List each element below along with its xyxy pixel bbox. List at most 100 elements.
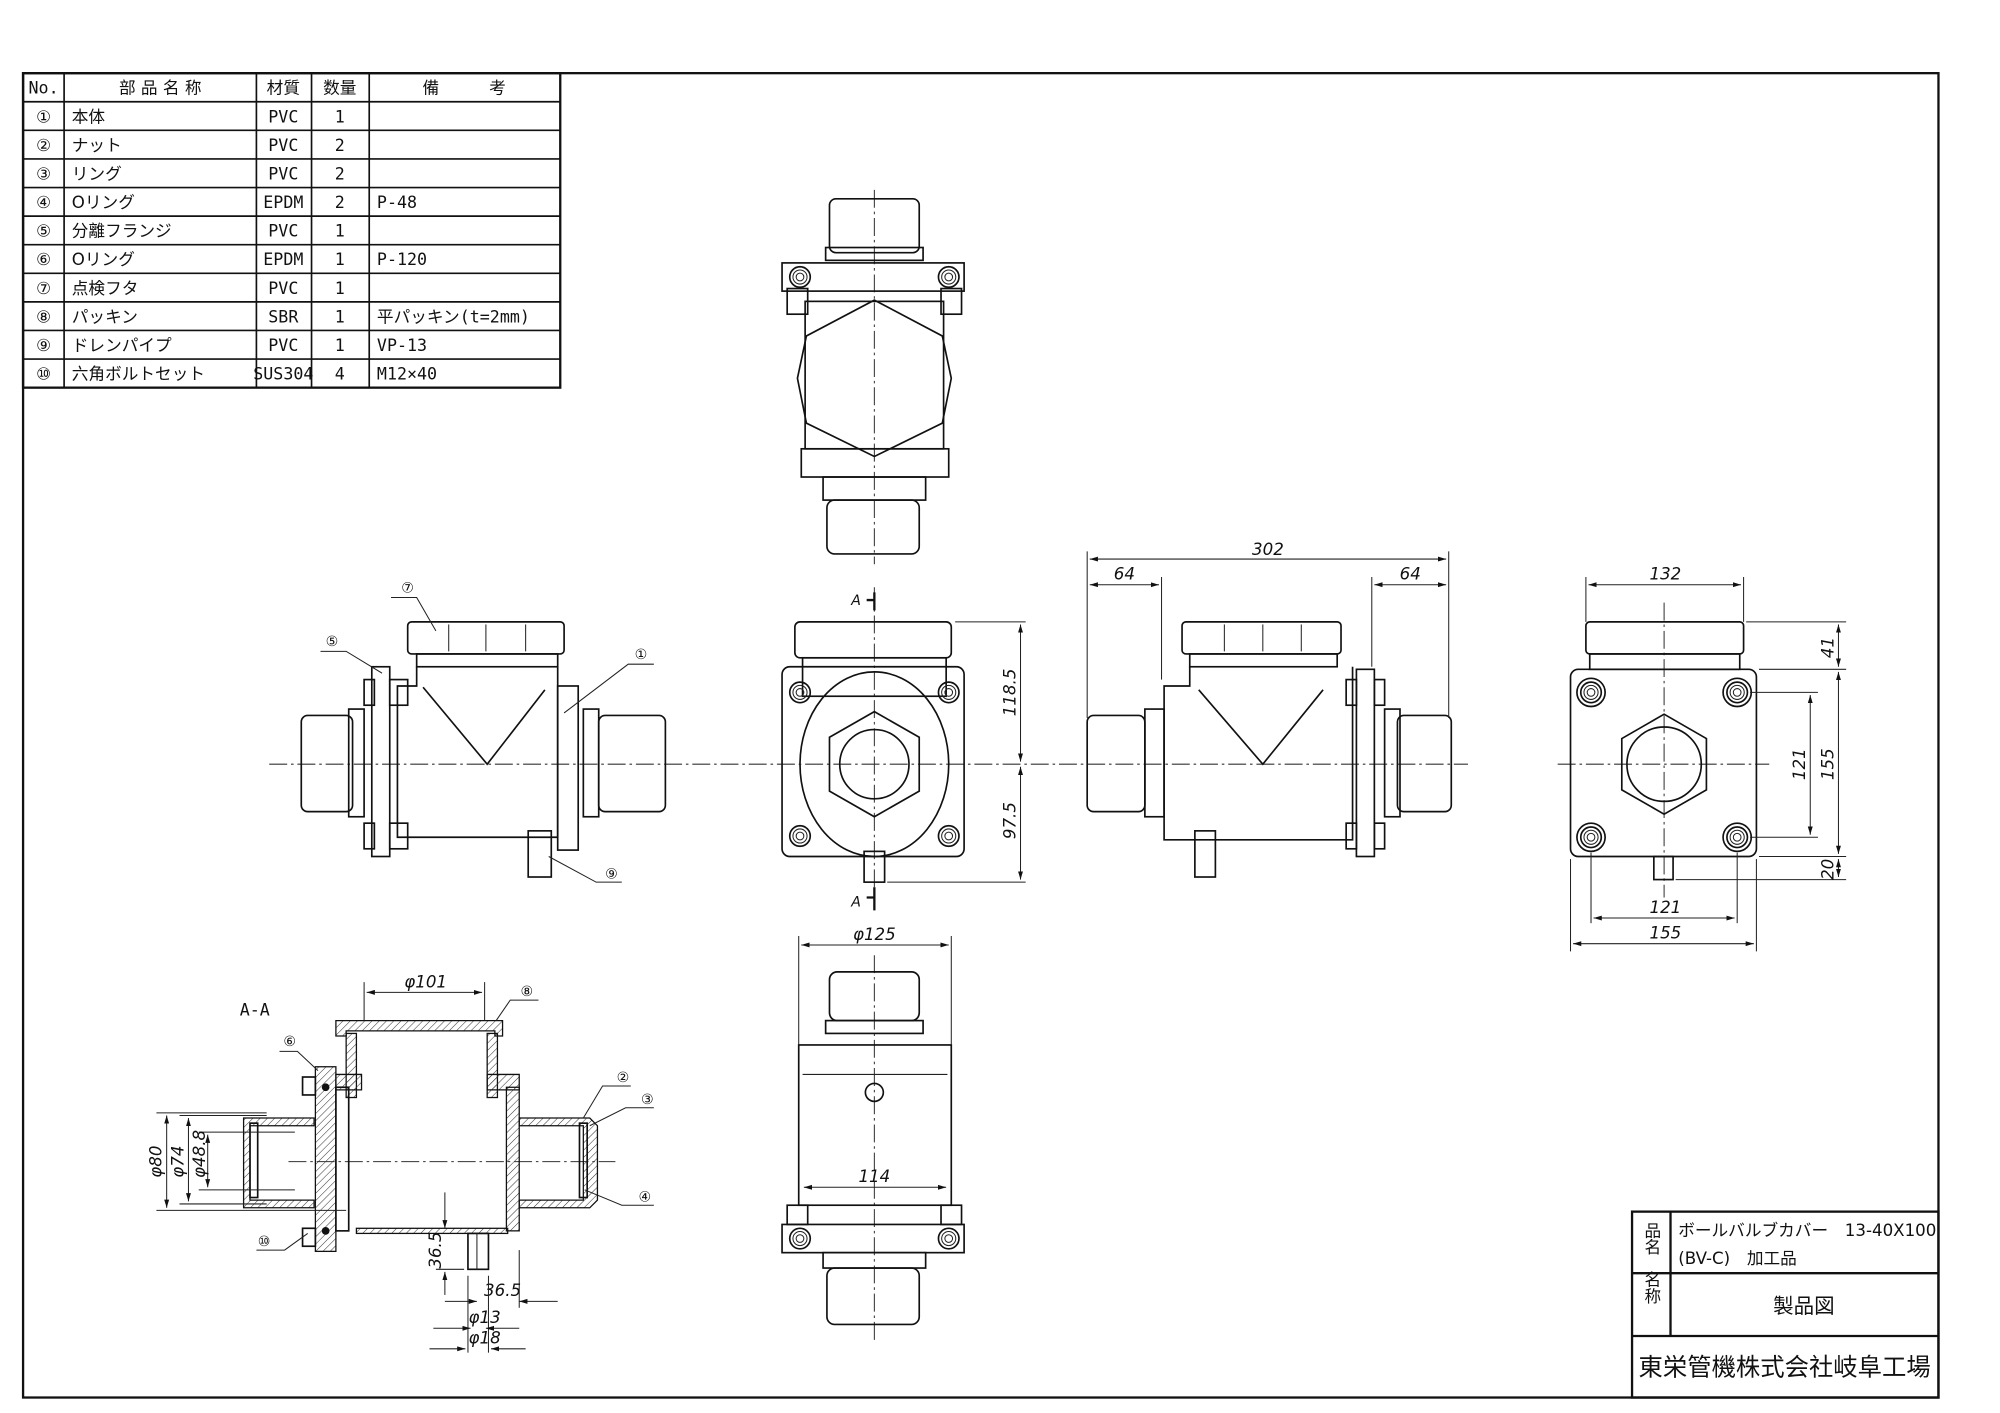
dim-36-5-vertical: 36.5 <box>426 1232 445 1269</box>
table-cell-note: 平パッキン(t=2mm) <box>377 307 530 326</box>
dim-phi18: φ18 <box>469 1329 501 1348</box>
front-view: A A 118.5 97.5 <box>269 587 1468 911</box>
product-name-line2: (BV-C) 加工品 <box>1678 1249 1797 1268</box>
table-cell-name: ナット <box>72 136 122 155</box>
name-label: 名称 <box>1642 1270 1661 1305</box>
table-cell-qty: 1 <box>335 336 345 355</box>
table-cell-no: ③ <box>36 164 51 183</box>
table-cell-name: パッキン <box>72 307 138 326</box>
dim-64-right: 64 <box>1400 565 1421 584</box>
balloon-7: ⑦ <box>401 580 414 596</box>
dim-97-5: 97.5 <box>1000 802 1019 839</box>
dim-phi13: φ13 <box>469 1308 501 1327</box>
table-cell-qty: 1 <box>335 250 345 269</box>
table-cell-name: Oリング <box>72 193 135 212</box>
table-cell-qty: 2 <box>335 136 345 155</box>
table-cell-material: EPDM <box>263 193 303 212</box>
dim-36-5-horizontal: 36.5 <box>484 1281 521 1300</box>
table-cell-no: ⑩ <box>36 365 51 384</box>
table-cell-name: 点検フタ <box>72 279 139 298</box>
table-cell-note: M12×40 <box>377 365 437 384</box>
balloon-1: ① <box>635 647 648 663</box>
balloon-2: ② <box>617 1070 630 1086</box>
balloon-10: ⑩ <box>258 1234 271 1250</box>
table-cell-no: ⑦ <box>36 279 51 298</box>
right-side-view: 302 64 64 <box>1086 540 1453 878</box>
parts-table: No. 部 品 名 称 材質 数量 備 考 ① 本体 PVC 1 ② ナット PVC 2 ③ リング PVC 2… <box>21 72 562 389</box>
table-cell-qty: 4 <box>335 365 345 384</box>
dim-121-h: 121 <box>1649 898 1681 917</box>
balloon-3: ③ <box>641 1092 654 1108</box>
table-cell-name: 分離フランジ <box>72 222 172 241</box>
table-cell-material: PVC <box>268 222 298 241</box>
table-cell-no: ⑥ <box>36 250 51 269</box>
table-cell-qty: 1 <box>335 107 345 126</box>
table-cell-note: VP-13 <box>377 336 427 355</box>
top-view <box>781 189 965 565</box>
dim-155-h: 155 <box>1649 924 1681 943</box>
table-cell-name: 六角ボルトセット <box>72 365 205 384</box>
product-name-line1: ボールバルブカバー 13-40X100 <box>1678 1220 1936 1240</box>
dim-phi74: φ74 <box>168 1146 187 1178</box>
balloon-6: ⑥ <box>283 1034 296 1050</box>
table-cell-no: ⑧ <box>36 307 51 326</box>
dim-phi101: φ101 <box>404 972 447 991</box>
table-cell-note: P-48 <box>377 193 417 212</box>
balloon-4: ④ <box>638 1189 651 1205</box>
dim-phi125: φ125 <box>853 925 896 944</box>
dim-155-v: 155 <box>1818 748 1837 780</box>
dim-118-5: 118.5 <box>1000 669 1019 717</box>
table-cell-qty: 1 <box>335 279 345 298</box>
table-header: 材質 <box>267 79 300 98</box>
balloon-5: ⑤ <box>326 634 339 650</box>
cut-mark-top: A <box>850 593 861 609</box>
drawing-frame <box>21 72 1940 1399</box>
table-header: 部 品 名 称 <box>119 79 202 98</box>
table-cell-no: ① <box>36 107 51 126</box>
section-a-a: A-A φ101 φ80 φ74 φ48.8 36.5 <box>147 972 654 1353</box>
balloon-9: ⑨ <box>605 866 618 882</box>
table-cell-qty: 1 <box>335 222 345 241</box>
table-cell-no: ⑤ <box>36 222 51 241</box>
table-cell-material: PVC <box>268 279 298 298</box>
table-cell-name: リング <box>72 164 122 183</box>
section-title: A-A <box>240 1000 270 1019</box>
dim-phi80: φ80 <box>147 1146 166 1178</box>
dim-302: 302 <box>1252 540 1284 559</box>
table-cell-material: SBR <box>268 307 299 326</box>
table-cell-material: PVC <box>268 336 298 355</box>
table-cell-material: PVC <box>268 107 298 126</box>
table-cell-material: SUS304 <box>253 365 313 384</box>
title-block: 品名 ボールバルブカバー 13-40X100 (BV-C) 加工品 名称 製品図… <box>1630 1210 1940 1399</box>
balloon-8: ⑧ <box>521 984 534 1000</box>
dim-phi48-8: φ48.8 <box>190 1130 209 1178</box>
table-header: 備 考 <box>422 79 505 98</box>
cut-mark-bottom: A <box>850 895 861 911</box>
dim-114: 114 <box>858 1167 890 1186</box>
bottom-view: φ125 114 <box>781 925 965 1340</box>
product-label: 品名 <box>1642 1222 1661 1255</box>
table-header: No. <box>29 79 59 98</box>
table-cell-name: ドレンパイプ <box>72 336 172 355</box>
end-view: 132 121 155 41 121 155 20 <box>1557 565 1847 952</box>
table-cell-material: PVC <box>268 164 298 183</box>
table-cell-qty: 2 <box>335 193 345 212</box>
company-name: 東栄管機株式会社岐阜工場 <box>1639 1353 1931 1382</box>
dim-64-left: 64 <box>1114 565 1135 584</box>
table-cell-no: ④ <box>36 193 51 212</box>
table-cell-no: ⑨ <box>36 336 51 355</box>
dim-132: 132 <box>1649 565 1681 584</box>
table-cell-name: Oリング <box>72 250 135 269</box>
table-cell-note: P-120 <box>377 250 427 269</box>
table-cell-qty: 1 <box>335 307 345 326</box>
table-cell-material: EPDM <box>263 250 303 269</box>
table-cell-name: 本体 <box>72 107 106 126</box>
dim-20: 20 <box>1818 859 1837 880</box>
table-cell-qty: 2 <box>335 164 345 183</box>
left-side-view: ⑦ ⑤ ① ⑨ <box>300 580 667 883</box>
table-cell-material: PVC <box>268 136 298 155</box>
dim-41: 41 <box>1818 637 1837 658</box>
table-header: 数量 <box>323 79 356 98</box>
table-cell-no: ② <box>36 136 51 155</box>
